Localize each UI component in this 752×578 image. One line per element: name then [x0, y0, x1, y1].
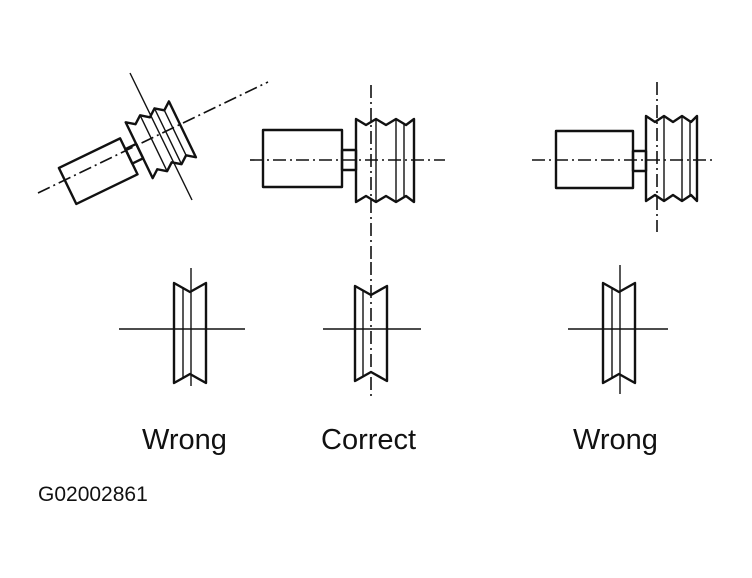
wrong-tilted-motor-assembly	[37, 72, 269, 206]
correct-pulley	[323, 262, 421, 400]
correct-motor-assembly	[250, 85, 445, 260]
caption-wrong-right: Wrong	[573, 424, 658, 456]
wrong-pulley-right	[568, 265, 668, 394]
figure-id: G02002861	[38, 483, 148, 506]
caption-correct: Correct	[321, 424, 417, 456]
wrong-offset-motor-assembly	[532, 82, 714, 232]
wrong-pulley-left	[119, 268, 245, 386]
caption-wrong-left: Wrong	[142, 424, 227, 456]
